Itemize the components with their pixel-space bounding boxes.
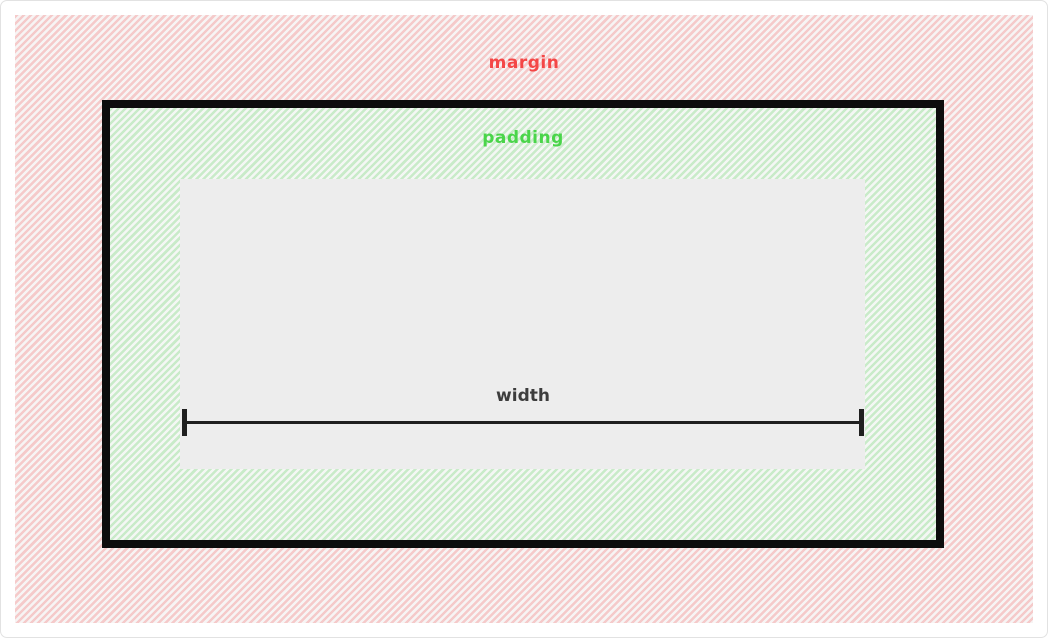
measure-line-bar bbox=[182, 421, 864, 424]
width-measure-line bbox=[182, 409, 864, 436]
content-area: width bbox=[180, 179, 865, 469]
measure-left-tick bbox=[182, 409, 187, 436]
width-measure: width bbox=[182, 386, 864, 436]
width-label: width bbox=[496, 386, 550, 406]
margin-area: margin padding width bbox=[15, 15, 1033, 623]
measure-right-tick bbox=[859, 409, 864, 436]
border-box: padding width bbox=[102, 100, 944, 548]
margin-label: margin bbox=[488, 53, 560, 73]
padding-label: padding bbox=[482, 128, 564, 148]
